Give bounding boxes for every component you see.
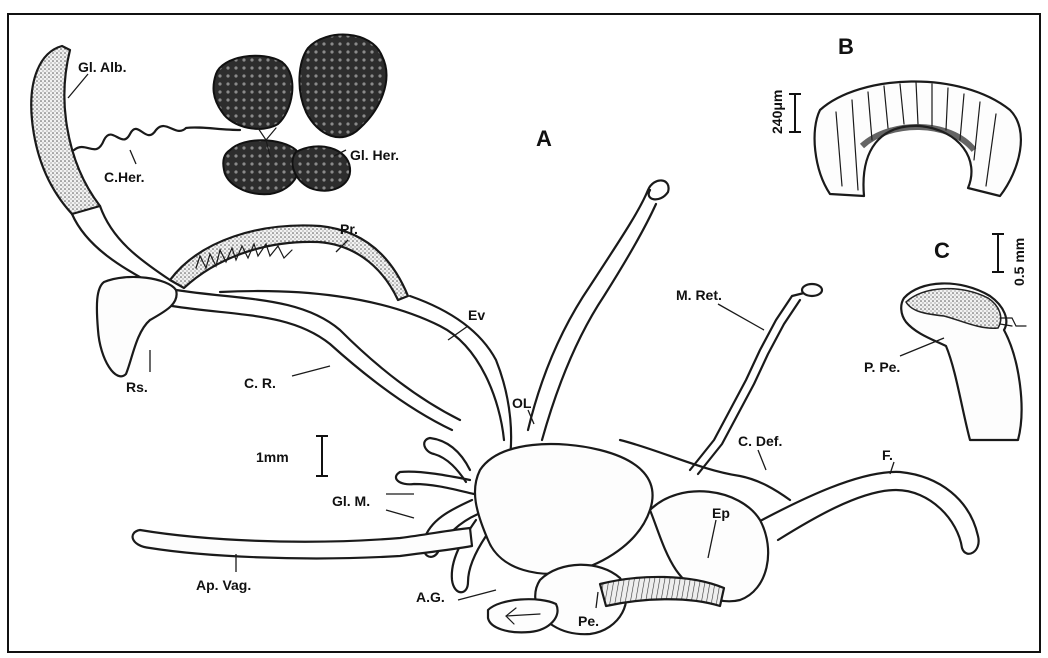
label-pe: Pe. [578,613,599,629]
canal-receptaculum [176,290,460,420]
label-gl-alb: Gl. Alb. [78,59,126,75]
scale-label-b: 240μm [769,90,785,134]
label-ap-vag: Ap. Vag. [196,577,251,593]
receptaculum-seminis [97,277,177,376]
scale-label-main: 1mm [256,449,289,465]
mucous-glands [396,438,486,592]
label-c-r: C. R. [244,375,276,391]
panel-label-b: B [838,34,854,59]
label-rs: Rs. [126,379,148,395]
label-c-def: C. Def. [738,433,782,449]
panel-c-drawing [901,234,1026,440]
label-c-her: C.Her. [104,169,144,185]
label-f: F. [882,447,893,463]
hermaphrodite-duct [74,126,240,150]
central-organ-mass [475,444,653,574]
panel-b-drawing [789,81,1021,196]
scale-bar-main [316,436,328,476]
label-gl-m: Gl. M. [332,493,370,509]
vaginal-appendix [133,528,472,558]
prostate [170,225,408,300]
flagellum [762,472,979,554]
hermaphrodite-gland [214,35,387,195]
vas-deferens [220,291,504,440]
label-a-g: A.G. [416,589,445,605]
scale-label-c: 0.5 mm [1011,238,1027,286]
label-gl-her: Gl. Her. [350,147,399,163]
genital-atrium [488,599,558,632]
label-ol: OL [512,395,532,411]
panel-label-c: C [934,238,950,263]
label-ev: Ev [468,307,485,323]
label-ep: Ep [712,505,730,521]
penis-hatched [600,577,724,606]
label-m-ret: M. Ret. [676,287,722,303]
panel-label-a: A [536,126,552,151]
jaw-drawing [815,81,1021,196]
label-pr: Pr. [340,221,358,237]
label-p-pe: P. Pe. [864,359,900,375]
